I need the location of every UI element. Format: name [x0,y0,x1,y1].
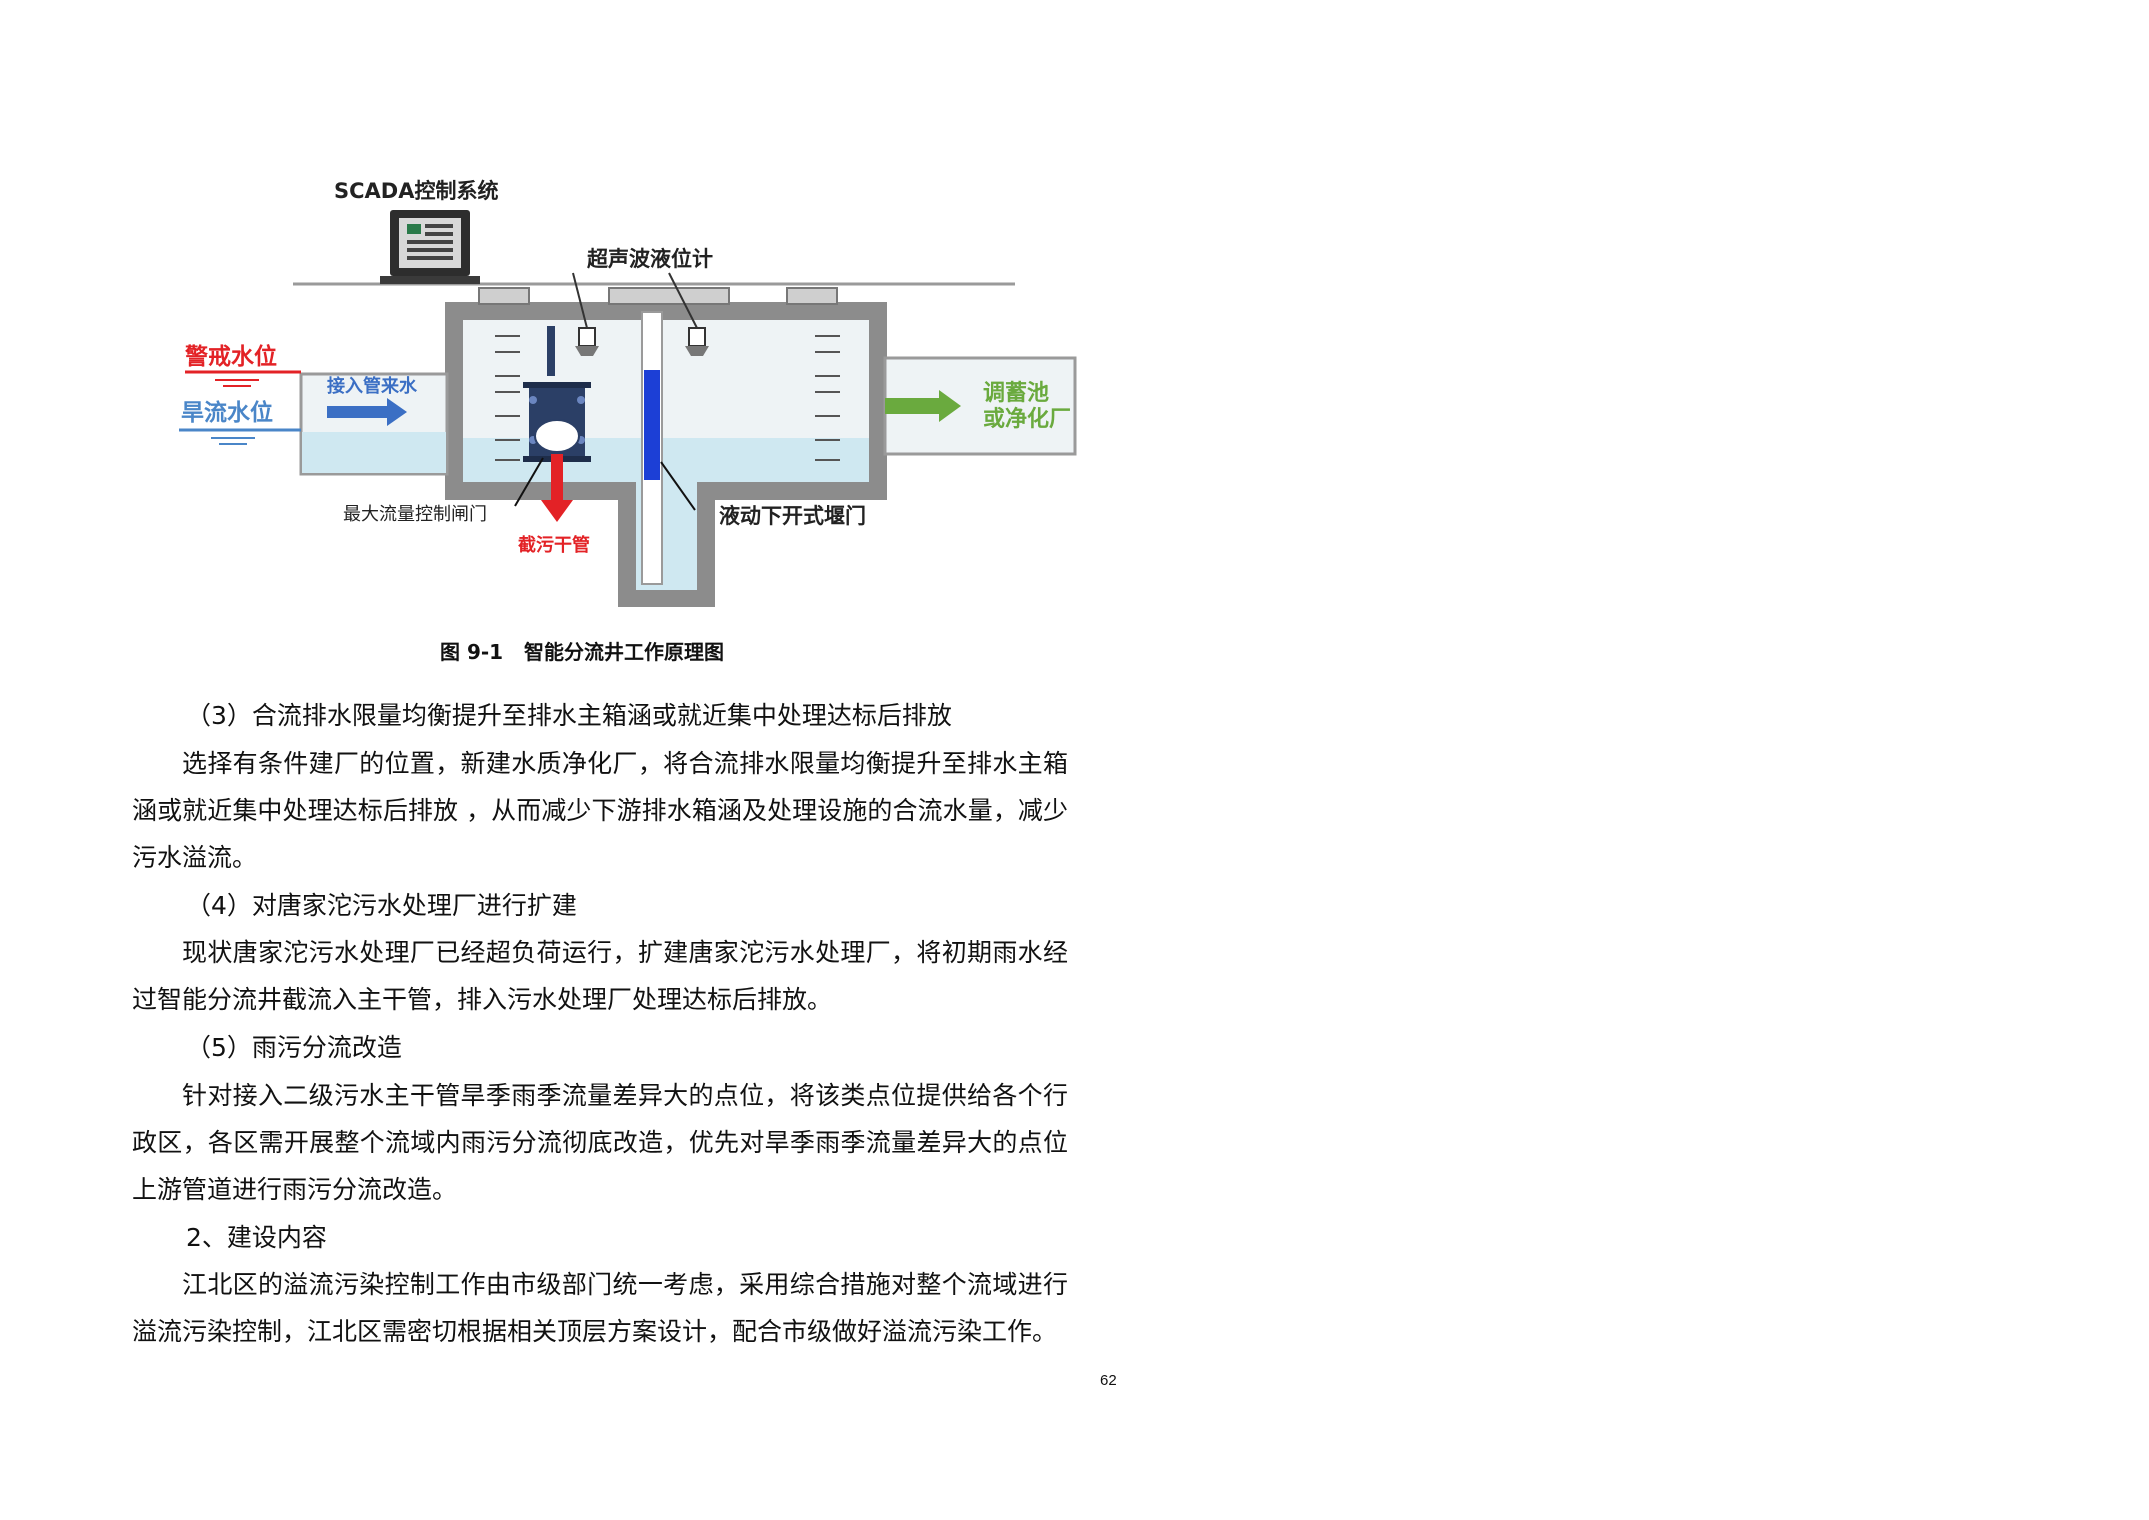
inflow-arrow-icon [327,398,407,426]
storage-label: 调蓄池 [983,381,1049,406]
section-body-3: 选择有条件建厂的位置，新建水质净化厂，将合流排水限量均衡提升至排水主箱涵或就近集… [132,749,1068,872]
manhole-lid-left [478,287,530,305]
weir-label: 液动下开式堰门 [719,504,866,528]
inflow-label: 接入管来水 [327,375,418,397]
gate-leader-line [514,457,544,507]
section-heading-construction: 2、建设内容 [186,1223,327,1252]
smart-diversion-well-diagram: SCADA控制系统 超声波液位计 警戒水位 旱流水位 [179,179,1077,607]
dry-level-label: 旱流水位 [181,399,273,426]
manhole-lid-right [786,287,838,305]
figure-caption: 图 9-1 智能分流井工作原理图 [440,640,724,664]
scada-label: SCADA控制系统 [334,179,498,203]
chamber-water [463,438,869,590]
inlet-pipe-water [302,432,446,473]
section-heading-3: （3）合流排水限量均衡提升至排水主箱涵或就近集中处理达标后排放 [186,701,952,730]
weir-gate [644,370,660,480]
scada-terminal-icon [380,210,480,284]
ultrasonic-sensor-label: 超声波液位计 [587,247,713,271]
section-heading-4: （4）对唐家沱污水处理厂进行扩建 [186,891,577,920]
ultrasonic-sensor-right-icon [668,272,709,356]
warning-level-label: 警戒水位 [185,343,277,370]
weir-leader-line [660,461,696,511]
max-gate-label: 最大流量控制闸门 [343,504,487,525]
purify-label: 或净化厂 [983,406,1071,432]
depth-scale-left [495,335,520,461]
section-body-construction: 江北区的溢流污染控制工作由市级部门统一考虑，采用综合措施对整个流域进行溢流污染控… [132,1270,1068,1346]
section-body-5: 针对接入二级污水主干管旱季雨季流量差异大的点位，将该类点位提供给各个行政区，各区… [132,1081,1068,1204]
outflow-arrow-icon [885,390,961,422]
depth-scale-right [815,335,840,461]
section-heading-5: （5）雨污分流改造 [186,1033,402,1062]
gate-actuator [547,326,555,376]
intercept-label: 截污干管 [518,534,590,556]
page-number: 62 [1100,1372,1117,1389]
section-body-4: 现状唐家沱污水处理厂已经超负荷运行，扩建唐家沱污水处理厂，将初期雨水经过智能分流… [132,938,1068,1014]
manhole-lid-center [608,287,730,305]
max-flow-gate-icon [523,382,591,462]
intercept-arrow-icon [541,454,573,522]
ultrasonic-sensor-left-icon [572,272,599,356]
